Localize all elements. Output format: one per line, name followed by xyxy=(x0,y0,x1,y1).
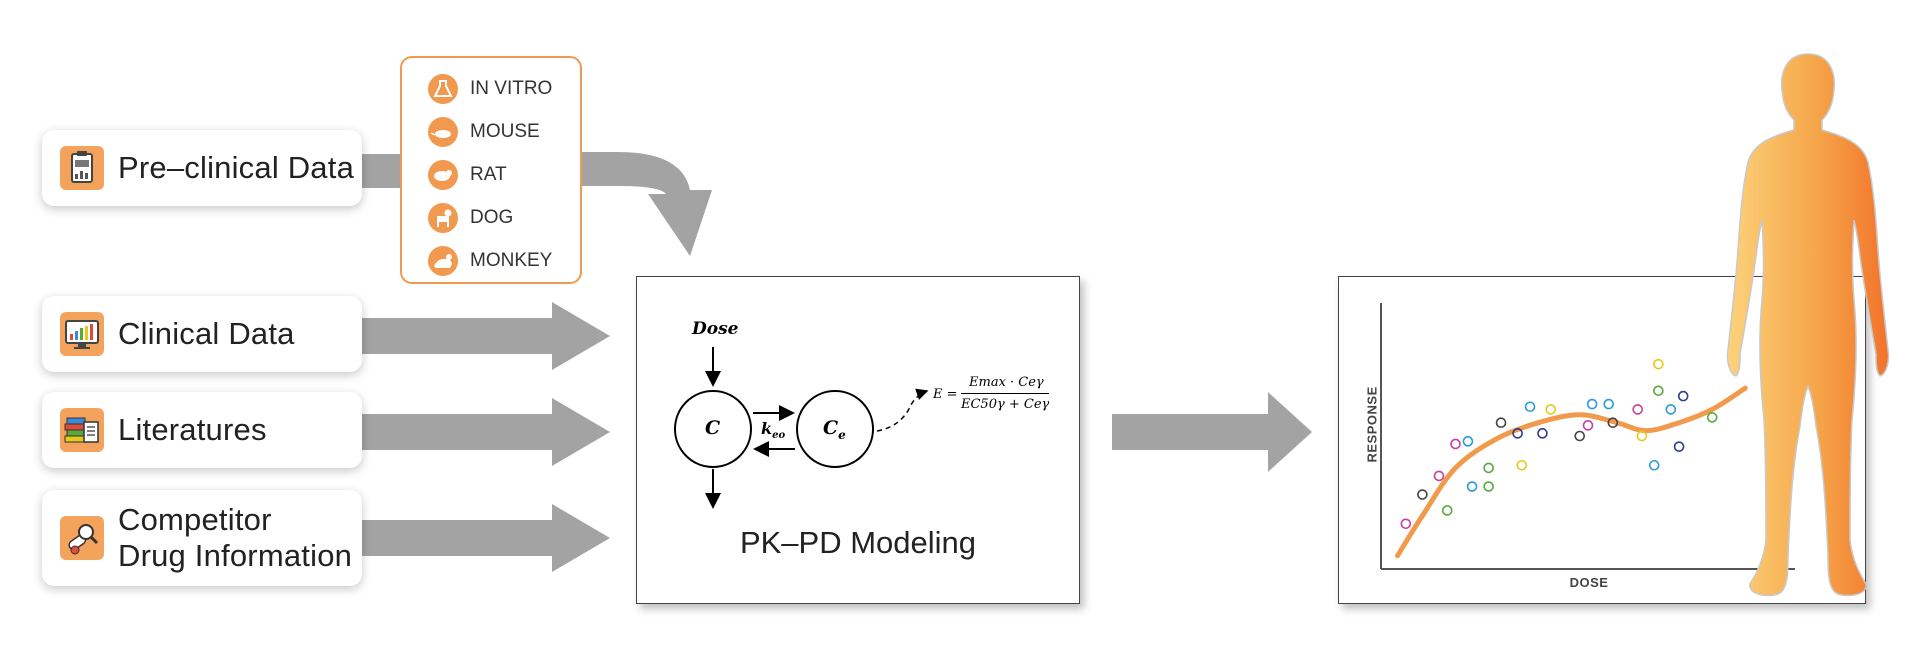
scatter-point-14 xyxy=(1545,404,1557,415)
effect-link-arrow xyxy=(876,388,929,432)
scatter-point-12 xyxy=(1524,401,1536,413)
dose-response-chart xyxy=(1380,303,1795,570)
monitor-chart-icon xyxy=(60,312,104,356)
human-figure-icon xyxy=(1726,53,1890,597)
scatter-point-18 xyxy=(1603,398,1615,410)
scatter-point-23 xyxy=(1653,385,1664,397)
source-card-competitor: Competitor Drug Information xyxy=(42,490,362,586)
x-axis-label: DOSE xyxy=(1569,575,1609,590)
pkpd-model-title: PK–PD Modeling xyxy=(739,525,977,560)
scatter-point-25 xyxy=(1665,404,1677,415)
preclinical-species-box: IN VITRO MOUSE RAT DOG MONKEY xyxy=(400,56,582,284)
scatter-point-10 xyxy=(1512,428,1523,439)
source-label-pre-clinical: Pre–clinical Data xyxy=(118,150,355,185)
y-axis-label: RESPONSE xyxy=(1364,386,1380,463)
clinical-arrow xyxy=(362,302,610,370)
effect-compartment xyxy=(796,390,874,468)
scatter-point-16 xyxy=(1582,420,1594,431)
central-compartment xyxy=(674,390,752,468)
scatter-point-5 xyxy=(1462,436,1474,447)
rat-icon xyxy=(428,160,458,190)
pill-magnifier-icon xyxy=(60,516,104,560)
source-label-competitor-line1: Competitor xyxy=(118,502,272,537)
equation-numerator: Emax · Ceγ xyxy=(969,375,1044,390)
pkpd-model-box: Dose C Ce keo E = Emax · Ceγ EC50γ + Ceγ… xyxy=(636,276,1080,604)
fit-curve xyxy=(1395,385,1748,559)
scatter-point-24 xyxy=(1653,358,1664,370)
model-to-chart-arrow xyxy=(1112,392,1312,472)
scatter-point-19 xyxy=(1607,417,1619,428)
literatures-arrow xyxy=(362,398,610,466)
dog-icon xyxy=(428,203,458,233)
source-label-literatures: Literatures xyxy=(118,412,267,447)
scatter-point-22 xyxy=(1648,459,1660,471)
source-card-pre-clinical: Pre–clinical Data xyxy=(42,130,362,206)
mouse-icon xyxy=(428,117,458,147)
scatter-point-3 xyxy=(1441,505,1453,516)
scatter-point-17 xyxy=(1586,398,1598,410)
species-label: MOUSE xyxy=(470,121,540,142)
scatter-point-13 xyxy=(1537,428,1548,439)
scatter-point-8 xyxy=(1483,481,1494,492)
scatter-point-7 xyxy=(1483,462,1494,474)
source-label-competitor-line2: Drug Information xyxy=(118,538,353,573)
equation-lhs: E = xyxy=(933,387,958,402)
source-card-clinical: Clinical Data xyxy=(42,296,362,372)
pkpd-compartment-diagram xyxy=(674,347,929,509)
dose-label: Dose xyxy=(692,319,739,339)
scatter-point-6 xyxy=(1466,481,1478,492)
central-compartment-label: C xyxy=(705,417,721,439)
scatter-point-0 xyxy=(1400,518,1412,530)
species-label: IN VITRO xyxy=(470,78,553,99)
scatter-point-28 xyxy=(1706,412,1718,423)
preclinical-stub-arrow xyxy=(362,154,402,188)
scatter-point-4 xyxy=(1450,438,1461,450)
scatter-point-21 xyxy=(1636,430,1648,442)
monkey-icon xyxy=(428,246,458,276)
scatter-point-1 xyxy=(1417,489,1428,500)
competitor-arrow xyxy=(362,504,610,572)
scatter-point-20 xyxy=(1632,404,1643,415)
preclinical-curved-arrow xyxy=(578,152,712,256)
species-label: DOG xyxy=(470,207,514,228)
species-label: MONKEY xyxy=(470,250,553,271)
scatter-point-11 xyxy=(1516,459,1528,471)
scatter-point-27 xyxy=(1677,390,1689,402)
books-icon xyxy=(60,408,104,452)
keo-rate-label: keo xyxy=(761,419,786,442)
scatter-point-26 xyxy=(1673,441,1685,452)
species-label: RAT xyxy=(470,164,507,185)
source-card-literatures: Literatures xyxy=(42,392,362,468)
clipboard-icon xyxy=(60,146,104,190)
source-label-clinical: Clinical Data xyxy=(118,316,295,351)
scatter-point-9 xyxy=(1495,417,1507,428)
scatter-point-2 xyxy=(1433,470,1445,482)
flask-icon xyxy=(428,74,458,104)
effect-compartment-label: Ce xyxy=(823,417,846,442)
equation-denominator: EC50γ + Ceγ xyxy=(961,397,1050,412)
scatter-point-15 xyxy=(1574,430,1586,442)
equation-fraction-bar xyxy=(961,393,1049,394)
